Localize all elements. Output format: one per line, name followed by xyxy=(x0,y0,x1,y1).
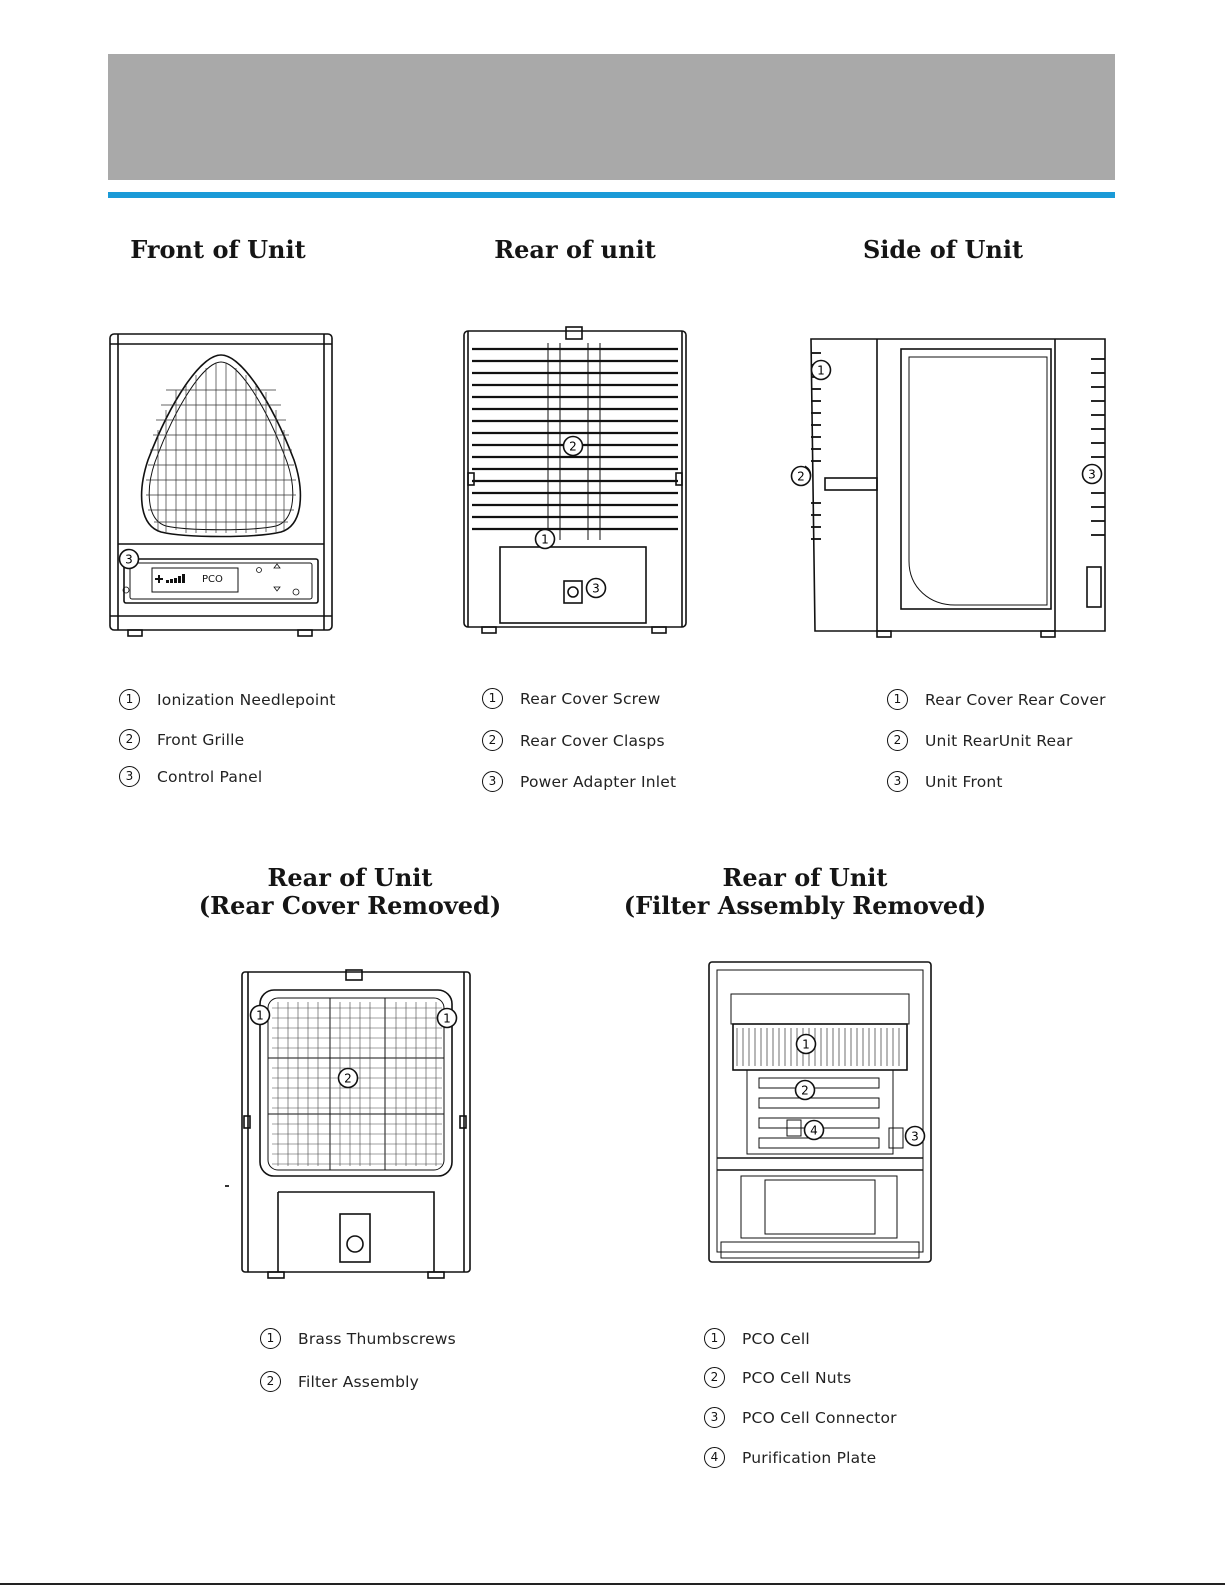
svg-text:2: 2 xyxy=(569,440,577,454)
rear-cover-removed-diagram: 1 1 2 xyxy=(241,969,471,1279)
svg-text:2: 2 xyxy=(801,1084,809,1098)
rcr-callout-1-left: 1 xyxy=(249,1004,271,1026)
legend-number: 2 xyxy=(119,729,140,750)
legend-item: 3 Power Adapter Inlet xyxy=(482,771,676,792)
header-banner xyxy=(108,54,1115,180)
heading-side-of-unit: Side of Unit xyxy=(862,235,1024,264)
legend-label: PCO Cell Connector xyxy=(742,1408,897,1427)
legend-label: Ionization Needlepoint xyxy=(157,690,336,709)
legend-item: 4 Purification Plate xyxy=(704,1447,876,1468)
rear-callout-3: 3 xyxy=(585,577,607,599)
legend-label: Rear Cover Clasps xyxy=(520,731,665,750)
legend-item: 3 Unit Front xyxy=(887,771,1003,792)
svg-text:1: 1 xyxy=(817,364,825,378)
legend-item: 1 Rear Cover Screw xyxy=(482,688,661,709)
legend-item: 1 Ionization Needlepoint xyxy=(119,689,336,710)
legend-number: 1 xyxy=(704,1328,725,1349)
side-callout-3: 3 xyxy=(1081,463,1103,485)
heading-front-of-unit: Front of Unit xyxy=(130,235,306,264)
fr-callout-3: 3 xyxy=(904,1125,926,1147)
rear-callout-1: 1 xyxy=(534,528,556,550)
legend-item: 2 PCO Cell Nuts xyxy=(704,1367,851,1388)
filter-removed-diagram: 1 2 4 3 xyxy=(708,961,932,1263)
legend-label: Front Grille xyxy=(157,730,245,749)
legend-label: PCO Cell xyxy=(742,1329,810,1348)
rear-callout-2: 2 xyxy=(562,435,584,457)
heading-rear-of-unit: Rear of unit xyxy=(494,235,656,264)
page-bottom-line xyxy=(0,1583,1225,1585)
svg-text:3: 3 xyxy=(911,1130,919,1144)
svg-text:3: 3 xyxy=(592,582,600,596)
legend-item: 2 Unit RearUnit Rear xyxy=(887,730,1073,751)
heading-rear-cover-removed: Rear of Unit (Rear Cover Removed) xyxy=(198,863,502,920)
rcr-callout-2: 2 xyxy=(337,1067,359,1089)
rear-unit-diagram: 2 1 3 xyxy=(463,326,687,634)
legend-number: 3 xyxy=(704,1407,725,1428)
svg-text:1: 1 xyxy=(443,1012,451,1026)
svg-text:1: 1 xyxy=(256,1009,264,1023)
side-unit-diagram: 1 3 xyxy=(805,338,1106,638)
legend-label: Rear Cover Rear Cover xyxy=(925,690,1106,709)
legend-number: 1 xyxy=(887,689,908,710)
legend-label: Filter Assembly xyxy=(298,1372,420,1391)
legend-label: Brass Thumbscrews xyxy=(298,1329,456,1348)
legend-number: 3 xyxy=(119,766,140,787)
legend-number: 1 xyxy=(119,689,140,710)
legend-item: 2 Front Grille xyxy=(119,729,244,750)
legend-number: 2 xyxy=(887,730,908,751)
rcr-callout-1-right: 1 xyxy=(436,1007,458,1029)
legend-item: 1 Rear Cover Rear Cover xyxy=(887,689,1106,710)
legend-number: 2 xyxy=(704,1367,725,1388)
legend-item: 3 Control Panel xyxy=(119,766,262,787)
legend-label: Rear Cover Screw xyxy=(520,689,661,708)
stray-dash-mark xyxy=(225,1185,229,1187)
legend-number: 4 xyxy=(704,1447,725,1468)
legend-label: Control Panel xyxy=(157,767,263,786)
legend-item: 1 Brass Thumbscrews xyxy=(260,1328,456,1349)
svg-text:4: 4 xyxy=(810,1124,818,1138)
legend-number: 2 xyxy=(482,730,503,751)
legend-number: 3 xyxy=(887,771,908,792)
svg-text:1: 1 xyxy=(541,533,549,547)
legend-item: 1 PCO Cell xyxy=(704,1328,810,1349)
svg-text:2: 2 xyxy=(797,470,805,484)
legend-number: 1 xyxy=(260,1328,281,1349)
legend-item: 3 PCO Cell Connector xyxy=(704,1407,897,1428)
legend-label: Purification Plate xyxy=(742,1448,877,1467)
header-accent-rule xyxy=(108,192,1115,198)
legend-number: 3 xyxy=(482,771,503,792)
legend-label: Power Adapter Inlet xyxy=(520,772,677,791)
svg-text:1: 1 xyxy=(802,1038,810,1052)
front-unit-diagram: PCO 3 xyxy=(109,333,333,637)
svg-text:3: 3 xyxy=(1088,468,1096,482)
legend-number: 1 xyxy=(482,688,503,709)
svg-text:PCO: PCO xyxy=(202,574,223,585)
fr-callout-2: 2 xyxy=(794,1079,816,1101)
legend-item: 2 Filter Assembly xyxy=(260,1371,419,1392)
legend-label: PCO Cell Nuts xyxy=(742,1368,852,1387)
legend-number: 2 xyxy=(260,1371,281,1392)
svg-text:3: 3 xyxy=(125,553,133,567)
legend-item: 2 Rear Cover Clasps xyxy=(482,730,665,751)
side-callout-2-marker: 2 xyxy=(790,465,812,487)
fr-callout-4: 4 xyxy=(803,1119,825,1141)
front-callout-3: 3 xyxy=(118,548,140,570)
side-callout-1: 1 xyxy=(810,359,832,381)
fr-callout-1: 1 xyxy=(795,1033,817,1055)
legend-label: Unit RearUnit Rear xyxy=(925,731,1073,750)
svg-text:2: 2 xyxy=(344,1072,352,1086)
legend-label: Unit Front xyxy=(925,772,1003,791)
heading-filter-assembly-removed: Rear of Unit (Filter Assembly Removed) xyxy=(623,863,987,920)
